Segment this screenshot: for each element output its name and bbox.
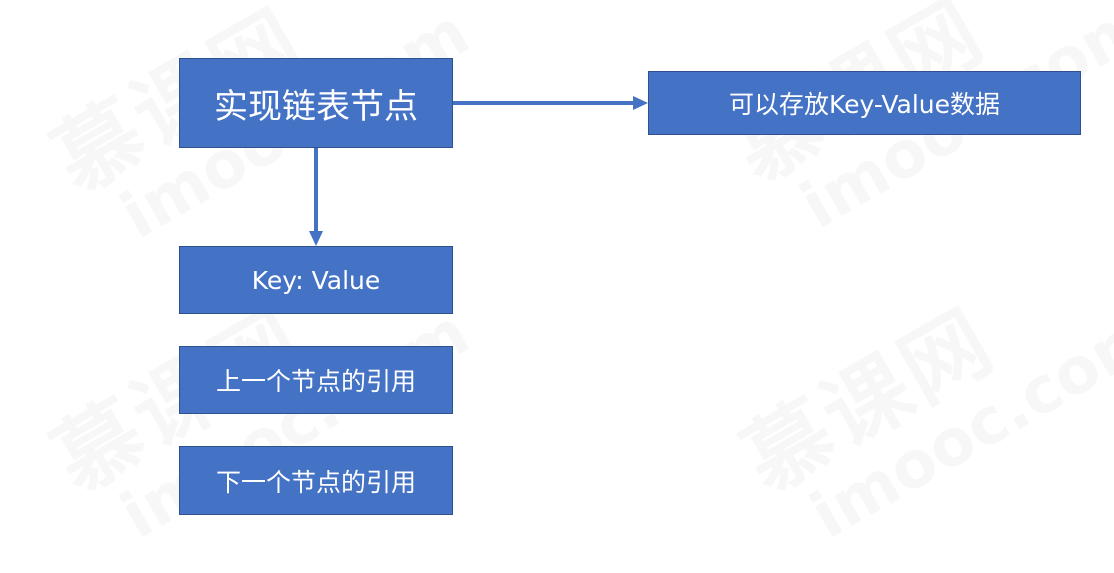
arrow-main-to-fields (309, 148, 323, 246)
next-reference-box: 下一个节点的引用 (179, 446, 453, 515)
prev-reference-box: 上一个节点的引用 (179, 346, 453, 414)
next-reference-label: 下一个节点的引用 (215, 467, 416, 497)
key-value-field-box: Key: Value (179, 246, 453, 314)
linked-list-node-box: 实现链表节点 (179, 58, 453, 148)
arrow-main-to-storage (453, 96, 648, 110)
key-value-field-label: Key: Value (251, 265, 381, 295)
key-value-storage-label: 可以存放Key-Value数据 (728, 90, 1001, 119)
linked-list-node-label: 实现链表节点 (214, 86, 418, 127)
prev-reference-label: 上一个节点的引用 (215, 367, 416, 396)
key-value-storage-box: 可以存放Key-Value数据 (648, 71, 1081, 135)
